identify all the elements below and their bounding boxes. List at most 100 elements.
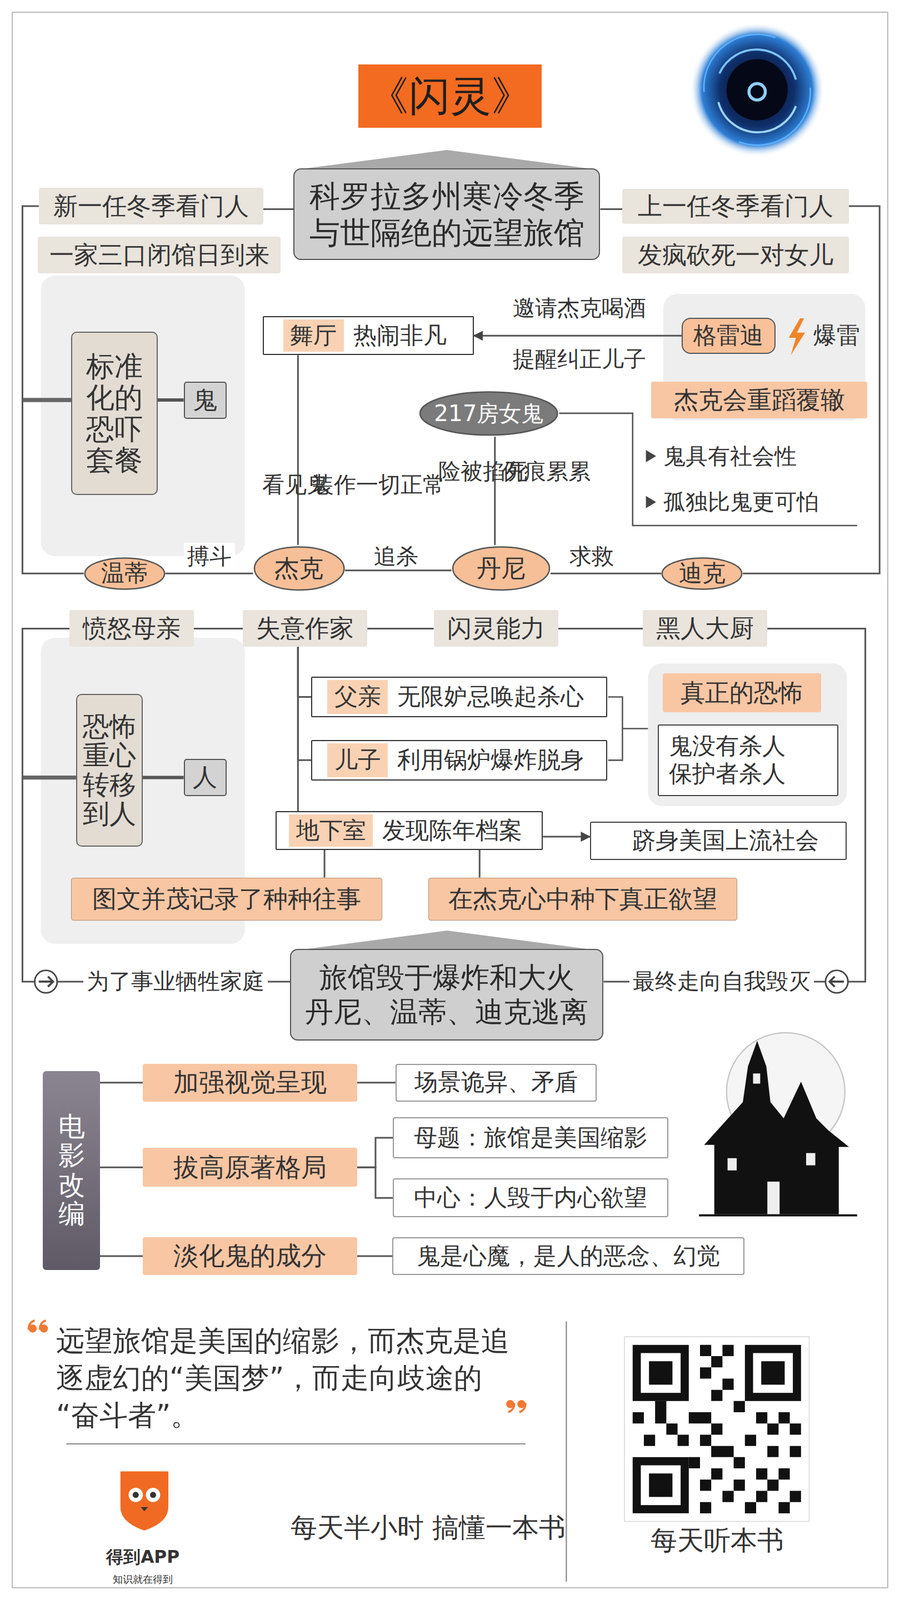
tag-box: 鬼 [183, 381, 227, 419]
node-text: 真正的恐怖 [680, 678, 803, 708]
connector [193, 627, 243, 630]
note-label: 每天听本书 [650, 1524, 784, 1557]
node-text: 丹尼 [476, 553, 526, 584]
arrow-circle [34, 970, 57, 993]
edge-label-holder: 为了事业牺牲家庭 [83, 967, 268, 995]
rule-line [66, 1443, 526, 1445]
highlight-box: 真正的恐怖 [662, 673, 822, 713]
node-text: 科罗拉多州寒冷冬季 与世隔绝的远望旅馆 [303, 177, 592, 252]
character-ellipse: 温蒂 [83, 556, 166, 591]
node-text: 标准化的恐吓套餐 [85, 350, 144, 477]
title-box: 《闪灵》 [358, 64, 542, 128]
roof-shape [306, 930, 588, 949]
connector [100, 1166, 143, 1169]
label-box: 发疯砍死一对女儿 [622, 236, 849, 274]
vortex-swirl [703, 34, 776, 92]
arrow-glyph [38, 976, 54, 987]
stub-line [22, 775, 78, 780]
character-ellipse: 丹尼 [451, 545, 551, 592]
qr-finder [632, 1345, 689, 1402]
bracket-line [622, 727, 648, 730]
theme-box: 恐怖重心转移到人 [76, 693, 143, 848]
node-text: 恐怖重心转移到人 [82, 712, 137, 829]
note-label: 每天半小时 搞懂一本书 [290, 1511, 434, 1544]
connector [357, 1167, 393, 1198]
note-holder: 邀请杰克喝酒 [512, 294, 647, 322]
note-holder: 鬼具有社会性 [663, 442, 797, 470]
quote-tail [28, 1320, 35, 1330]
connector [345, 569, 452, 572]
label-box: 闪灵能力 [433, 610, 559, 647]
qr-ground [624, 1336, 809, 1522]
bullet-triangle [646, 450, 657, 463]
node-text: 电影改编 [58, 1112, 85, 1229]
tagged-box: 舞厅热闹非凡 [262, 316, 474, 355]
connector [22, 628, 290, 982]
house-door [767, 1181, 780, 1215]
logo-pupil [132, 1491, 139, 1498]
ellipse-shape [420, 391, 558, 435]
house-window [727, 1158, 738, 1171]
label-box: 上一任冬季看门人 [622, 188, 849, 224]
ground-line [698, 1214, 858, 1217]
node-text: 鬼是心魔，是人的恶念、幻觉 [416, 1242, 720, 1271]
logo-pupil [150, 1491, 157, 1498]
node-text: 闪灵能力 [447, 613, 545, 644]
connector [478, 850, 481, 878]
highlight-box: 拔高原著格局 [142, 1147, 358, 1187]
setting-box: 旅馆毁于爆炸和大火 丹尼、温蒂、迪克逃离 [290, 948, 604, 1041]
house-window [806, 1153, 816, 1166]
connector [550, 572, 662, 575]
qr-code [624, 1336, 809, 1522]
connector [100, 1081, 143, 1084]
grady-panel [663, 293, 866, 421]
stub-line [22, 397, 74, 402]
note-holder: 看见鬼 [262, 471, 285, 498]
node-text: 发疯砍死一对女儿 [637, 240, 834, 270]
tagged-box: 父亲无限妒忌唤起杀心 [311, 676, 608, 718]
connector [357, 1081, 396, 1084]
divider-line [565, 1321, 567, 1582]
note-label: 伤痕累累 [501, 457, 548, 485]
note-label: 险被掐死 [438, 457, 485, 485]
ghost-ellipse: 217房女鬼 [418, 390, 559, 437]
node-text: 失意作家 [256, 613, 354, 644]
note-label: 知识就在得到 [112, 1573, 173, 1586]
ellipse-shape [662, 557, 742, 589]
house-silhouette [703, 1040, 849, 1214]
note-holder: 装作一切正常 [311, 471, 358, 498]
note-label: 邀请杰克喝酒 [512, 294, 647, 322]
highlight-box: 在杰克心中种下真正欲望 [428, 877, 738, 921]
circled-arrow [34, 970, 57, 993]
qr-finder [761, 1361, 785, 1385]
note-holder: 知识就在得到 [112, 1573, 173, 1586]
node-text: 跻身美国上流社会 [632, 826, 819, 855]
tagged-box: 地下室发现陈年档案 [275, 811, 543, 850]
note-holder: 险被掐死 [438, 457, 485, 485]
connector [603, 628, 865, 982]
node-text: 淡化鬼的成分 [173, 1240, 327, 1272]
node-text: 在杰克心中种下真正欲望 [448, 884, 718, 914]
label-box: 黑人大厨 [642, 610, 768, 647]
tagged-box: 儿子利用锅炉爆炸脱身 [311, 740, 608, 781]
connector [473, 335, 682, 337]
detail-box: 母题：旅馆是美国缩影 [392, 1117, 669, 1158]
logo-eye [128, 1487, 143, 1503]
panels [40, 275, 865, 944]
node-text: 温蒂 [101, 559, 148, 588]
connector [357, 1255, 393, 1258]
edge-label: 搏斗 [183, 542, 235, 570]
edge-label: 为了事业牺牲家庭 [83, 967, 268, 995]
edge-label-holder: 最终走向自我毁灭 [629, 967, 814, 995]
node-text: 舞厅 [283, 319, 344, 352]
highlight-box: 淡化鬼的成分 [142, 1237, 358, 1275]
edge-label: 最终走向自我毁灭 [629, 967, 814, 995]
note-holder: 爆雷 [813, 321, 860, 350]
qr-finder [648, 1473, 673, 1497]
note-box: 鬼没有杀人 保护者杀人 [657, 724, 839, 797]
connector [263, 208, 294, 210]
qr-finder [648, 1361, 673, 1385]
quote-text: 远望旅馆是美国的缩影，而杰克是追 逐虚幻的“美国梦”，而走向歧途的 “奋斗者”。 [56, 1322, 525, 1434]
note-label: 提醒纠正儿子 [512, 345, 647, 373]
note-holder: 得到APP [106, 1546, 180, 1568]
